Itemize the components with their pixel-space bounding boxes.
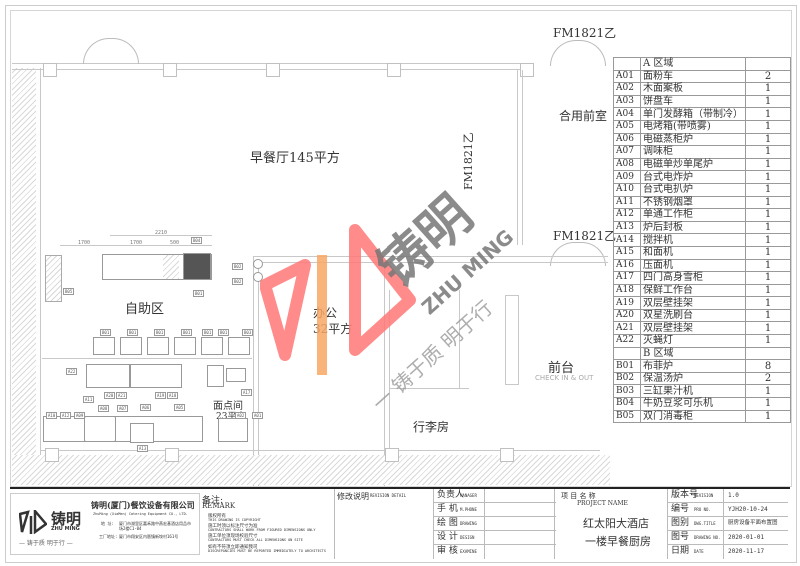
company-cell: 铸明 ZHU MING — 铸于质 明于行 — 铸明(厦门)餐饮设备有限公司 Z…	[10, 493, 200, 555]
company-name-cn: 铸明(厦门)餐饮设备有限公司	[91, 500, 195, 510]
room-buffet-area: 自助区	[125, 302, 165, 317]
room-shared-lobby: 合用前室	[559, 109, 608, 123]
bottom-wall-hatch	[12, 455, 610, 485]
signoff-row-drawing: 绘 图 DRAWING	[434, 517, 556, 531]
plan-area-border	[10, 10, 792, 487]
company-address: 厦门市湖里区嘉禾路中燕宏基酒店用品市场2楼C1-04	[119, 521, 191, 531]
room-luggage: 行李房	[413, 420, 450, 434]
signoff-row-phone: 手 机 M.PHONE	[434, 503, 556, 517]
project-label-cn: 项 目 名 称	[561, 492, 596, 500]
work-table	[226, 368, 246, 382]
door-label-vertical: FM1821乙	[462, 132, 475, 190]
company-logo-en: ZHU MING	[51, 526, 80, 532]
room-front-desk-sub: CHECK IN & OUT	[535, 374, 594, 382]
front-desk-counter	[505, 295, 519, 385]
room-office-name: 办公	[313, 306, 338, 320]
meta-row-drawing-no: 图号 DRAWING NO. 2020-01-01	[668, 531, 788, 545]
signoff-row-examine: 审 核 EXAMINE	[434, 545, 556, 559]
project-label-en: PROJECT NAME	[577, 500, 628, 507]
title-block: 铸明 ZHU MING — 铸于质 明于行 — 铸明(厦门)餐饮设备有限公司 Z…	[10, 487, 790, 559]
meta-row-date: 日期 DATE 2020-11-17	[668, 545, 788, 559]
wok-station	[84, 416, 116, 442]
drawing-frame	[5, 5, 797, 563]
remark-title-cn: 备注:	[202, 496, 224, 506]
company-logo-icon	[19, 510, 47, 534]
cooking-line	[43, 416, 203, 442]
room-breakfast-hall: 早餐厅145平方	[250, 151, 340, 166]
meta-row-revision: 版本号 REVISION 1.0	[668, 489, 788, 503]
remark-title-en: REMARK	[202, 502, 236, 510]
juice-machine-unit	[183, 253, 211, 280]
sink-station	[86, 364, 130, 388]
signoff-cell: 负责人 MANAGER 手 机 M.PHONE 绘 图 DRAWING 设 计 …	[433, 489, 556, 559]
shelf-station	[130, 364, 182, 388]
room-front-desk: 前台	[548, 361, 575, 376]
revision-title-en: REVISION DETAIL	[370, 493, 407, 498]
soup-warmer	[253, 272, 263, 282]
refrigerator	[207, 365, 224, 387]
project-name-line1: 红太阳大酒店	[583, 517, 649, 530]
signoff-row-design: 设 计 DESIGN	[434, 531, 556, 545]
hall-right-wall	[517, 70, 518, 245]
revision-title-cn: 修改说明	[337, 492, 369, 501]
room-pastry-area: 23平方	[216, 412, 246, 422]
steamer-station	[130, 423, 154, 443]
pastry-table	[218, 418, 248, 442]
company-slogan: — 铸于质 明于行 —	[19, 540, 73, 547]
top-left-door	[83, 38, 139, 64]
door-label-top: FM1821乙	[553, 26, 617, 40]
door-label-mid: FM1821乙	[553, 229, 617, 243]
room-office-area: 32平方	[313, 322, 353, 336]
soup-warmer	[253, 259, 263, 269]
door-top-right	[550, 40, 606, 66]
left-wall-hatch	[12, 68, 36, 483]
meta-row-dwg-title: 图别 DWG.TITLE 厨房设备平面布置图	[668, 517, 788, 531]
legend-section-b: B 区域	[613, 346, 791, 361]
meta-row-pro-no: 编号 PRO NO. YJH20-10-24	[668, 503, 788, 517]
project-name-line2: 一楼早餐厨房	[585, 535, 651, 548]
project-cell: 项 目 名 称 PROJECT NAME 红太阳大酒店 一楼早餐厨房	[555, 489, 667, 559]
dim-top: 2210	[155, 230, 168, 236]
room-pastry-name: 面点间	[213, 401, 243, 412]
company-name-en: ZhuMing (XiaMen) Catering Equipment CO.,…	[93, 512, 188, 516]
factory-address: 厦门市翔安区内厝镇新垵村161号	[119, 534, 179, 539]
floor-plan: FM1821乙 FM1821乙 FM1821乙 早餐厅145平方 自助区 办公 …	[12, 26, 616, 486]
legend-section-a: A 区域	[613, 57, 791, 71]
company-logo-cn: 铸明	[51, 510, 82, 528]
remark-cell: 备注: REMARK 版权所有 THIS DRAWING IS COPYRIGH…	[202, 489, 335, 559]
buffet-stove-row	[93, 337, 253, 357]
revision-cell: 修改说明 REVISION DETAIL	[337, 489, 433, 559]
disinfection-cabinet	[45, 255, 62, 302]
signoff-row-manager: 负责人 MANAGER	[434, 489, 556, 503]
meta-cell: 版本号 REVISION 1.0 编号 PRO NO. YJH20-10-24 …	[667, 489, 788, 559]
